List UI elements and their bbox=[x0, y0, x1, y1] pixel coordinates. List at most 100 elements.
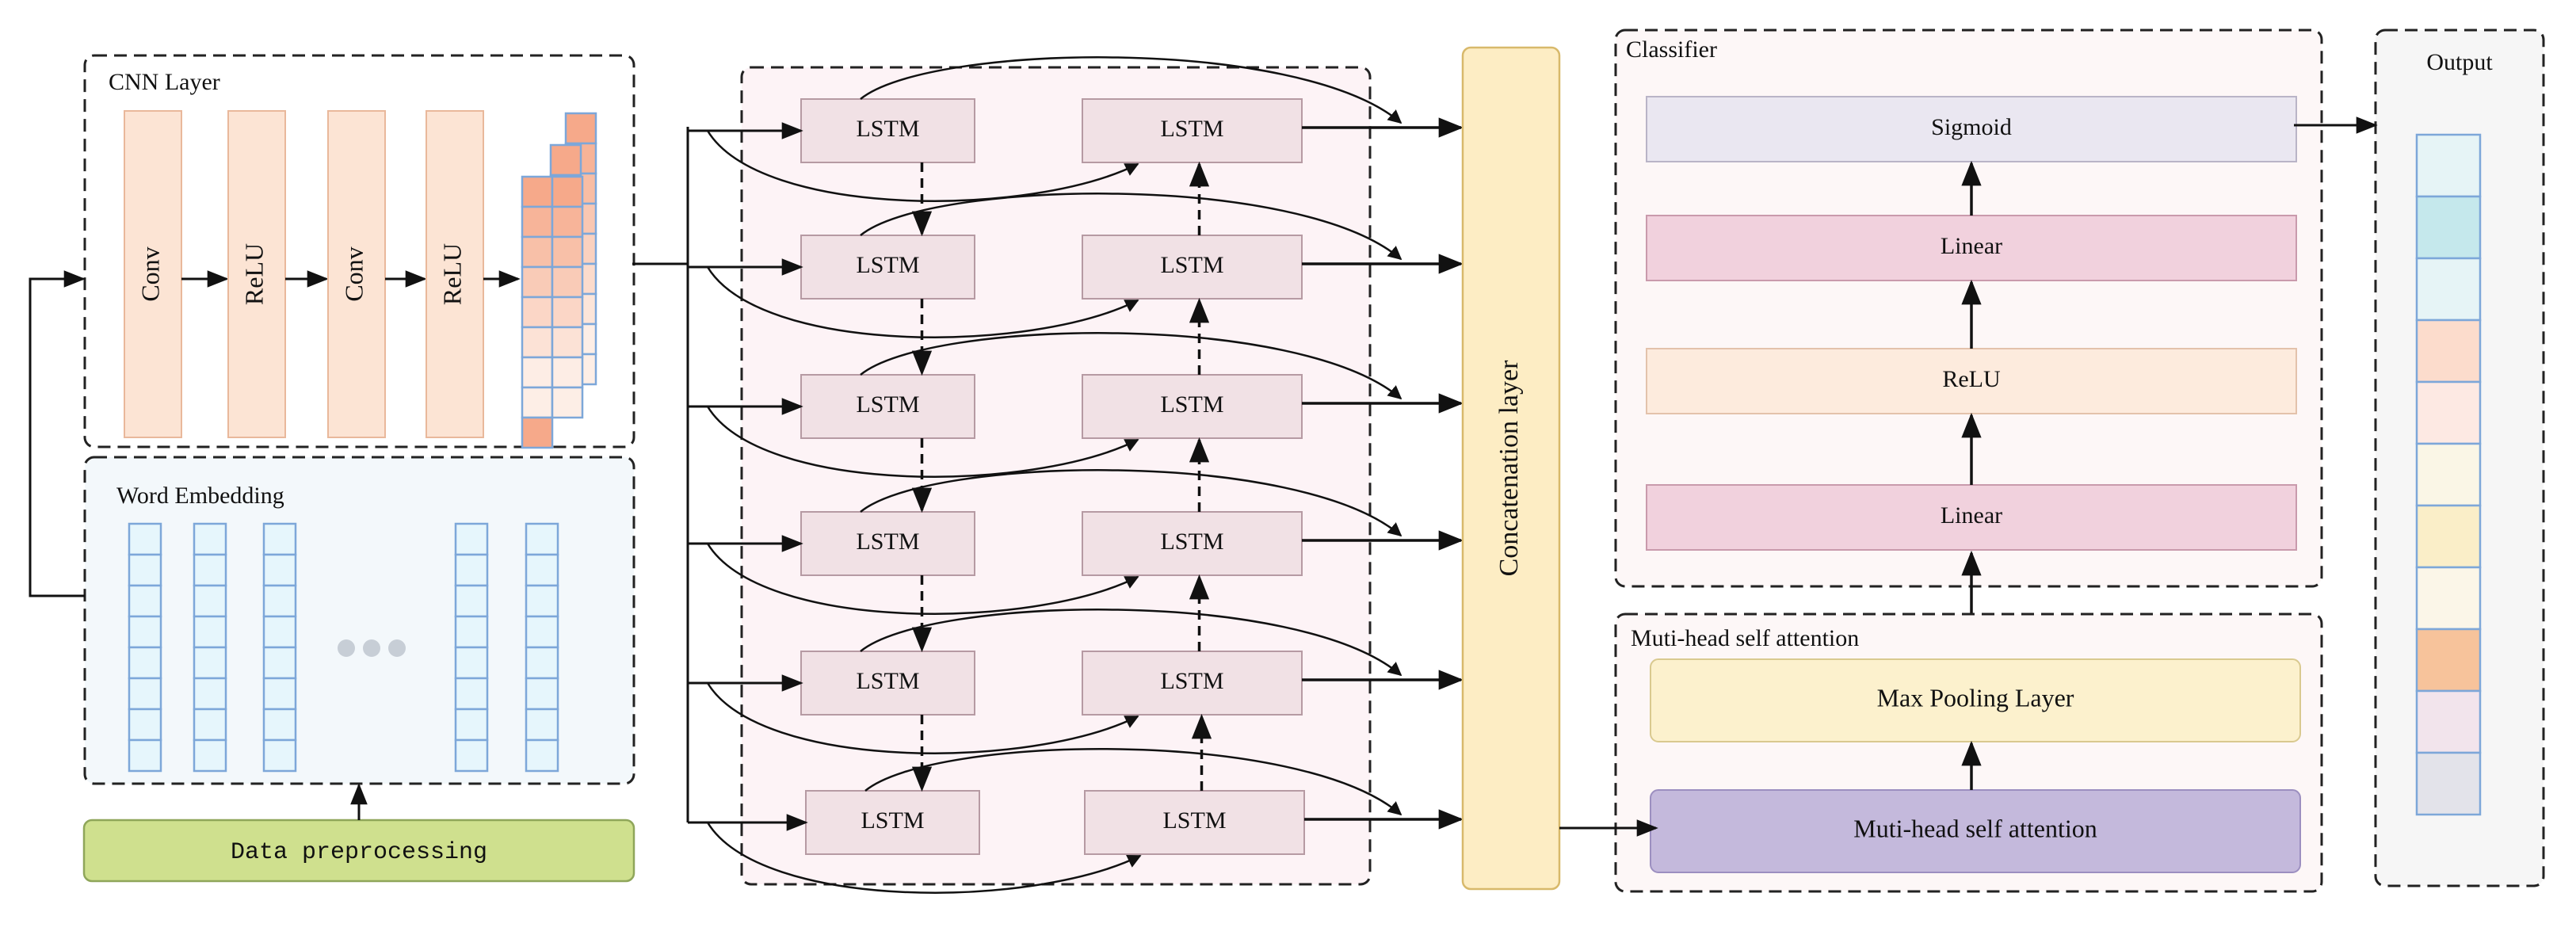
output-vector bbox=[2415, 133, 2482, 816]
skip-arc-2 bbox=[860, 193, 1402, 261]
output-cell bbox=[2415, 628, 2482, 693]
embedding-cell bbox=[454, 522, 489, 556]
embedding-cell bbox=[128, 584, 162, 618]
output-cell bbox=[2415, 257, 2482, 322]
feature-map-cell bbox=[521, 175, 554, 208]
lstm-backward-cell-4-label: LSTM bbox=[1160, 529, 1223, 555]
cross-arc-5 bbox=[706, 682, 1139, 754]
embedding-cell bbox=[193, 584, 227, 618]
embedding-cell bbox=[128, 646, 162, 680]
embedding-cell bbox=[128, 522, 162, 556]
embedding-cell bbox=[128, 677, 162, 711]
lstm-forward-cell-1-label: LSTM bbox=[856, 116, 919, 142]
multi-head-attention-block-label: Muti-head self attention bbox=[1853, 814, 2097, 842]
linear-layer-4-label: Linear bbox=[1941, 502, 2002, 529]
skip-arc-5 bbox=[860, 609, 1402, 677]
embedding-vectors bbox=[128, 522, 559, 773]
conv-block-1 bbox=[124, 110, 182, 438]
cross-arc-6 bbox=[706, 822, 1142, 894]
feature-map-cell bbox=[521, 205, 554, 239]
lstm-forward-cell-6 bbox=[805, 790, 980, 855]
embedding-cell bbox=[262, 522, 297, 556]
lstm-backward-cell-6-label: LSTM bbox=[1162, 807, 1226, 834]
embedding-cell bbox=[454, 738, 489, 773]
output-cell bbox=[2415, 319, 2482, 384]
feature-map-cell bbox=[551, 296, 584, 329]
output-cell bbox=[2415, 689, 2482, 754]
lstm-connections bbox=[632, 56, 1464, 894]
embedding-cell bbox=[525, 553, 559, 587]
lstm-forward-cell-5-label: LSTM bbox=[856, 668, 919, 694]
feature-map-cell bbox=[521, 296, 554, 329]
lstm-forward-cell-3-label: LSTM bbox=[856, 391, 919, 418]
cross-arc-3 bbox=[706, 406, 1139, 478]
feature-map-cell bbox=[521, 265, 554, 299]
embedding-cell bbox=[262, 708, 297, 742]
sigmoid-layer-1-label: Sigmoid bbox=[1931, 114, 2012, 140]
lstm-forward-cell-5 bbox=[800, 651, 975, 716]
embedding-cell bbox=[193, 708, 227, 742]
embedding-cell bbox=[525, 738, 559, 773]
arrow-embedding-to-cnn bbox=[29, 270, 86, 597]
relu-layer-3-label: ReLU bbox=[1942, 366, 2001, 392]
skip-arc-6 bbox=[864, 748, 1402, 816]
feature-map-cell bbox=[549, 143, 582, 177]
embedding-cell bbox=[454, 615, 489, 649]
feature-map-cell bbox=[551, 265, 584, 299]
embedding-cell bbox=[454, 677, 489, 711]
lstm-forward-cell-3 bbox=[800, 374, 975, 439]
embedding-cell bbox=[454, 708, 489, 742]
skip-arc-1 bbox=[860, 56, 1402, 124]
conv-block-3-label: Conv bbox=[339, 246, 368, 301]
lstm-backward-cell-1-label: LSTM bbox=[1160, 116, 1223, 142]
lstm-backward-cell-2-label: LSTM bbox=[1160, 252, 1223, 278]
data-preprocessing-label: Data preprocessing bbox=[231, 839, 487, 866]
sigmoid-layer-1 bbox=[1646, 96, 2297, 162]
relu-block-4 bbox=[426, 110, 484, 438]
feature-map-cell bbox=[521, 416, 554, 449]
output-cell bbox=[2415, 442, 2482, 507]
word-embedding-title: Word Embedding bbox=[116, 483, 284, 509]
ellipsis-dots-icon bbox=[338, 639, 406, 657]
lstm-backward-cell-4 bbox=[1082, 511, 1303, 576]
output-cell bbox=[2415, 504, 2482, 569]
feature-map-cell bbox=[564, 112, 597, 145]
embedding-cell bbox=[128, 553, 162, 587]
classifier-title: Classifier bbox=[1626, 36, 1717, 63]
feature-map-cell bbox=[551, 175, 584, 208]
embedding-cell bbox=[193, 738, 227, 773]
output-cell bbox=[2415, 133, 2482, 198]
output-cell bbox=[2415, 566, 2482, 631]
embedding-cell bbox=[525, 677, 559, 711]
embedding-cell bbox=[525, 646, 559, 680]
lstm-backward-cell-2 bbox=[1082, 235, 1303, 300]
embedding-cell bbox=[262, 738, 297, 773]
skip-arc-3 bbox=[860, 332, 1402, 400]
feature-map-cell bbox=[551, 386, 584, 419]
feature-map-cell bbox=[521, 386, 554, 419]
output-cell bbox=[2415, 195, 2482, 260]
conv-block-1-label: Conv bbox=[135, 246, 164, 301]
output-cell bbox=[2415, 380, 2482, 445]
embedding-cell bbox=[262, 677, 297, 711]
feature-map-cell bbox=[521, 235, 554, 269]
data-preprocessing-box: Data preprocessing bbox=[82, 819, 635, 883]
lstm-backward-cell-5-label: LSTM bbox=[1160, 668, 1223, 694]
lstm-backward-cell-3 bbox=[1082, 374, 1303, 439]
attention-title: Muti-head self attention bbox=[1631, 625, 1859, 651]
embedding-cell bbox=[525, 615, 559, 649]
cross-arc-1 bbox=[706, 130, 1139, 202]
lstm-cells: LSTM LSTM LSTM LSTM LSTM LSTM LSTM LSTM LSTM LSTM… bbox=[800, 98, 1305, 855]
lstm-forward-cell-2-label: LSTM bbox=[856, 252, 919, 278]
cross-arc-4 bbox=[706, 543, 1139, 615]
lstm-forward-cell-4 bbox=[800, 511, 975, 576]
max-pooling-layer-label: Max Pooling Layer bbox=[1877, 683, 2074, 712]
relu-block-2 bbox=[227, 110, 286, 438]
lstm-forward-cell-6-label: LSTM bbox=[861, 807, 924, 834]
lstm-backward-cell-6 bbox=[1084, 790, 1305, 855]
feature-map-cell bbox=[551, 235, 584, 269]
embedding-cell bbox=[128, 738, 162, 773]
embedding-cell bbox=[193, 677, 227, 711]
embedding-cell bbox=[262, 615, 297, 649]
